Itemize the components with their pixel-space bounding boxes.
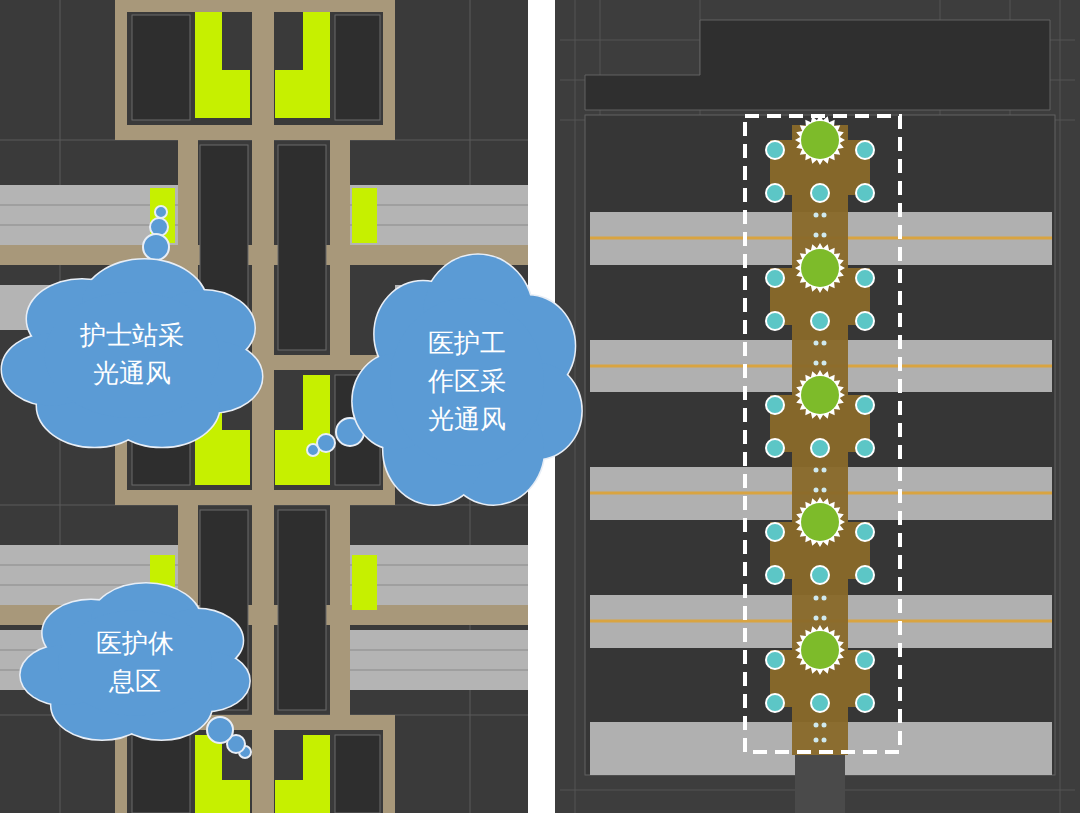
- light-well-dot: [766, 651, 784, 669]
- light-well-dot: [811, 312, 829, 330]
- light-well-dot: [856, 312, 874, 330]
- tree-symbol: [801, 249, 839, 287]
- callout-text: 医护工作区采光通风: [424, 325, 510, 438]
- light-well-dot: [856, 141, 874, 159]
- light-well-dot: [856, 396, 874, 414]
- callout-cloud: 医护休息区: [25, 588, 245, 738]
- tree-halo: [795, 625, 845, 675]
- callout-text: 医护休息区: [92, 625, 178, 700]
- tree-halo: [795, 370, 845, 420]
- callout-cloud: 护士站采光通风: [7, 265, 257, 445]
- light-well-dot: [856, 694, 874, 712]
- tree-halo: [795, 497, 845, 547]
- light-well-dot: [766, 523, 784, 541]
- light-well-dot: [856, 184, 874, 202]
- cloud-outline: [7, 265, 257, 445]
- tree-symbol: [801, 376, 839, 414]
- tree-symbol: [801, 121, 839, 159]
- light-well-dot: [856, 439, 874, 457]
- light-well-dot: [766, 141, 784, 159]
- light-well-dot: [811, 184, 829, 202]
- light-well-dot: [766, 269, 784, 287]
- light-well-dot: [811, 694, 829, 712]
- light-well-dot: [856, 269, 874, 287]
- light-well-dot: [856, 523, 874, 541]
- tree-halo: [795, 115, 845, 165]
- light-well-dot: [811, 439, 829, 457]
- light-well-dot: [766, 184, 784, 202]
- light-well-dot: [766, 439, 784, 457]
- light-well-dot: [856, 566, 874, 584]
- tree-halo: [795, 243, 845, 293]
- light-well-dot: [766, 312, 784, 330]
- cloud-outline: [25, 588, 245, 738]
- tree-symbol: [801, 503, 839, 541]
- light-well-dot: [766, 396, 784, 414]
- callout-text: 护士站采光通风: [76, 317, 188, 392]
- light-well-dot: [856, 651, 874, 669]
- light-well-dot: [766, 694, 784, 712]
- light-well-dot: [766, 566, 784, 584]
- light-well-dot: [811, 566, 829, 584]
- callout-cloud: 医护工作区采光通风: [357, 262, 577, 502]
- tree-symbol: [801, 631, 839, 669]
